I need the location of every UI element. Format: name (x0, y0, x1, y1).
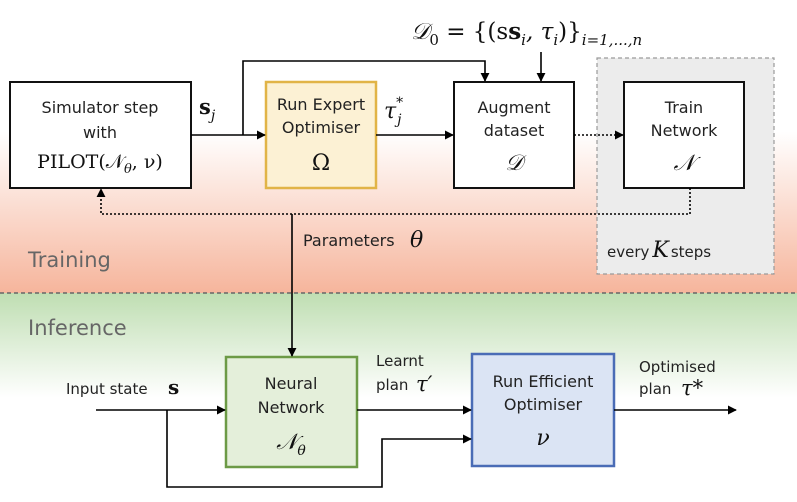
svg-text:Run Efficient: Run Efficient (493, 372, 594, 391)
svg-text:Augment: Augment (477, 98, 550, 117)
theta-label: θ (410, 228, 423, 253)
svg-text:𝒟: 𝒟 (505, 151, 527, 176)
svg-text:Optimiser: Optimiser (504, 395, 583, 414)
augment-dataset-box: Augment dataset 𝒟 (453, 81, 575, 189)
svg-text:dataset: dataset (484, 121, 545, 140)
svg-text:Run Expert: Run Expert (277, 95, 365, 114)
arrow-train-to-sim (96, 188, 691, 215)
neural-network-box: Neural Network 𝒩θ (224, 355, 359, 469)
input-s-symbol: s (168, 375, 179, 399)
tau-star-label: τ* (681, 376, 704, 400)
svg-text:Neural: Neural (265, 374, 318, 393)
tau-prime-label: τ′ (416, 372, 433, 396)
train-network-box: Train Network 𝒩 (623, 81, 745, 189)
svg-text:Network: Network (258, 398, 326, 417)
input-state-label: Input state (66, 380, 148, 398)
tau-j-star-label: τ*j (384, 95, 403, 128)
optimised-plan-label: plan (639, 380, 671, 398)
state-sj-label: sj (199, 94, 216, 124)
svg-text:PILOT(𝒩θ, ν): PILOT(𝒩θ, ν) (37, 151, 163, 177)
training-section-label: Training (27, 248, 111, 272)
svg-text:Train: Train (664, 98, 703, 117)
svg-text:Optimiser: Optimiser (282, 118, 361, 137)
svg-text:with: with (83, 123, 117, 142)
parameters-label: Parameters (303, 231, 395, 250)
svg-text:Network: Network (651, 121, 719, 140)
expert-optimiser-box: Run Expert Optimiser Ω (264, 80, 378, 190)
inference-section-label: Inference (28, 316, 127, 340)
efficient-optimiser-box: Run Efficient Optimiser ν (470, 352, 616, 468)
svg-text:ν: ν (536, 426, 549, 451)
simulator-box: Simulator step with PILOT(𝒩θ, ν) (9, 81, 192, 189)
learnt-plan-label: plan (376, 376, 408, 394)
inference-band (0, 293, 797, 502)
optimised-label: Optimised (639, 358, 716, 376)
svg-text:Ω: Ω (312, 151, 330, 176)
arrow-sim-to-augment (242, 60, 490, 135)
arrow-input-bypass-to-efficient (166, 410, 472, 488)
dataset-equation: 𝒟0 = {(ssi, τi)}i=1,...,n (411, 18, 642, 49)
svg-text:Simulator step: Simulator step (42, 98, 159, 117)
learnt-label: Learnt (376, 352, 424, 370)
